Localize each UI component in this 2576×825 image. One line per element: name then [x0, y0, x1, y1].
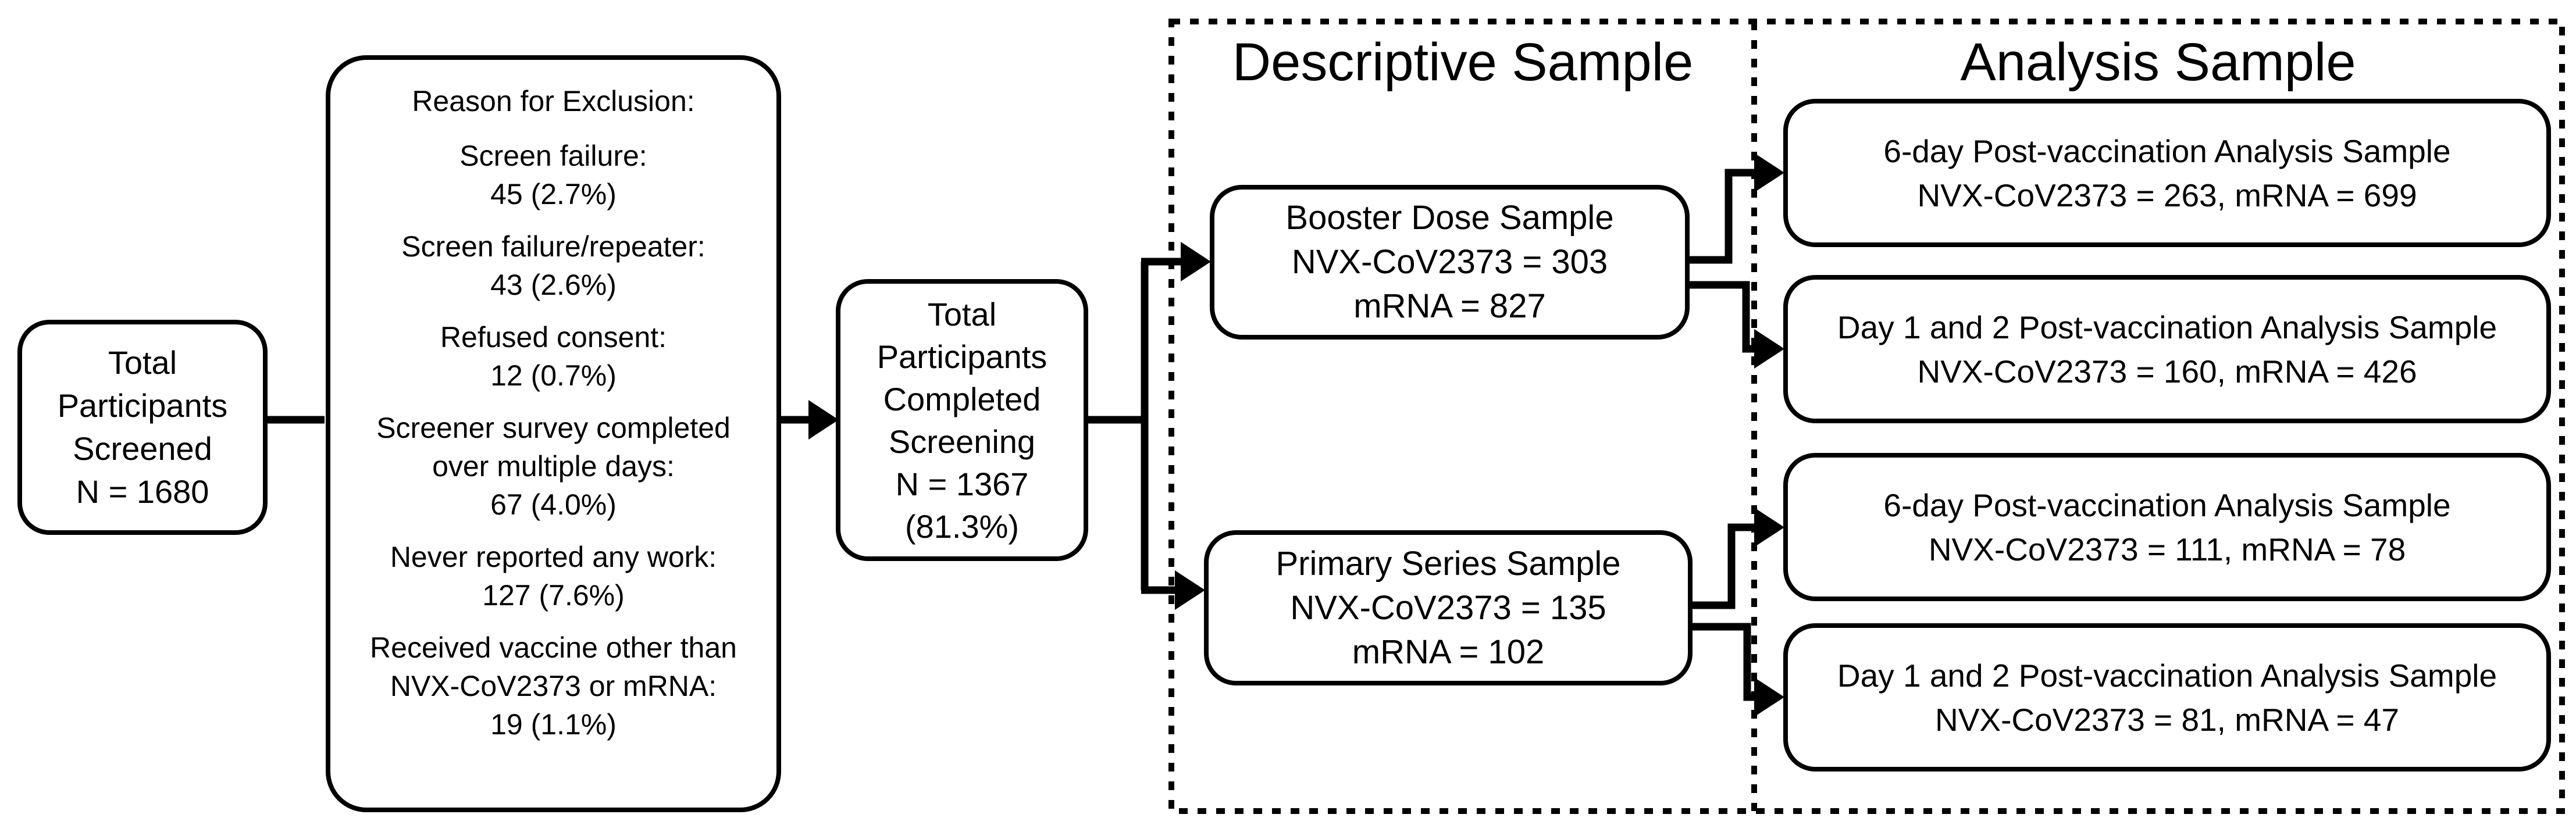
box-line: (81.3%) [904, 508, 1020, 545]
descriptive-sample-title: Descriptive Sample [1232, 33, 1694, 92]
arrowhead-to-completed [808, 400, 839, 440]
box-line: Participants [877, 338, 1047, 375]
exclusion-label: Screener survey completed over multiple … [376, 412, 731, 483]
exclusion-value: 127 (7.6%) [482, 579, 625, 612]
exclusion-item: Refused consent: 12 (0.7%) [440, 318, 667, 395]
box-line: N = 1367 [895, 465, 1029, 502]
exclusion-value: 12 (0.7%) [490, 359, 617, 392]
exclusion-item: Screen failure: 45 (2.7%) [459, 137, 647, 213]
arrowhead-to-analysis1 [1754, 153, 1784, 192]
analysis-box-value: NVX-CoV2373 = 160, mRNA = 426 [1917, 353, 2417, 390]
connector-booster-to-analysis2 [1690, 281, 1759, 353]
arrowhead-to-booster [1181, 242, 1211, 281]
connector-primary-to-analysis3 [1693, 523, 1759, 609]
arrowhead-to-analysis2 [1754, 329, 1784, 369]
exclusion-item: Screen failure/repeater: 43 (2.6%) [401, 227, 706, 304]
box-line: Screened [73, 430, 212, 467]
arrowhead-to-analysis3 [1754, 508, 1784, 547]
analysis-box-primary-day1-2: Day 1 and 2 Post-vaccination Analysis Sa… [1783, 623, 2551, 772]
arrowhead-to-analysis4 [1754, 677, 1784, 717]
box-line: Completed [883, 380, 1041, 417]
box-line: mRNA = 102 [1352, 633, 1545, 671]
analysis-box-title: Day 1 and 2 Post-vaccination Analysis Sa… [1837, 657, 2497, 694]
connector-primary-to-analysis4 [1693, 623, 1759, 701]
connector-booster-to-analysis1 [1690, 169, 1759, 264]
analysis-box-booster-day1-2: Day 1 and 2 Post-vaccination Analysis Sa… [1783, 275, 2551, 423]
exclusion-value: 45 (2.7%) [490, 178, 617, 210]
exclusion-value: 43 (2.6%) [490, 269, 617, 301]
exclusion-label: Never reported any work: [390, 541, 717, 573]
analysis-box-value: NVX-CoV2373 = 263, mRNA = 699 [1917, 177, 2417, 213]
primary-series-sample-box: Primary Series Sample NVX-CoV2373 = 135 … [1204, 530, 1693, 685]
box-line: Total [927, 295, 997, 333]
exclusion-item: Never reported any work: 127 (7.6%) [390, 538, 717, 615]
connector-completed-branch [1088, 258, 1185, 594]
box-line: Total [108, 344, 177, 381]
box-line: Booster Dose Sample [1285, 199, 1614, 237]
exclusion-value: 67 (4.0%) [490, 488, 617, 521]
box-line: N = 1680 [76, 473, 209, 510]
box-line: mRNA = 827 [1353, 287, 1546, 325]
completed-screening-box: Total Participants Completed Screening N… [836, 279, 1088, 561]
analysis-sample-title: Analysis Sample [1960, 33, 2356, 92]
analysis-box-title: Day 1 and 2 Post-vaccination Analysis Sa… [1837, 309, 2497, 345]
analysis-box-title: 6-day Post-vaccination Analysis Sample [1883, 487, 2451, 523]
analysis-box-primary-6day: 6-day Post-vaccination Analysis Sample N… [1783, 453, 2551, 601]
analysis-box-value: NVX-CoV2373 = 81, mRNA = 47 [1935, 701, 2399, 738]
exclusion-label: Screen failure: [459, 140, 647, 172]
box-line: NVX-CoV2373 = 303 [1291, 243, 1608, 281]
analysis-box-booster-6day: 6-day Post-vaccination Analysis Sample N… [1783, 99, 2551, 247]
exclusion-label: Screen failure/repeater: [401, 230, 706, 263]
exclusion-label: Refused consent: [440, 321, 667, 353]
dotted-panel-outline [1168, 19, 2565, 814]
box-line: NVX-CoV2373 = 135 [1290, 588, 1606, 627]
exclusion-item: Received vaccine other than NVX-CoV2373 … [347, 628, 760, 744]
box-line: Participants [57, 387, 228, 424]
exclusion-label: Received vaccine other than NVX-CoV2373 … [370, 631, 737, 702]
arrowhead-to-primary [1175, 570, 1205, 610]
analysis-box-title: 6-day Post-vaccination Analysis Sample [1883, 133, 2451, 169]
exclusion-item: Screener survey completed over multiple … [347, 409, 760, 524]
total-screened-box: Total Participants Screened N = 1680 [17, 320, 268, 535]
box-line: Screening [888, 423, 1036, 460]
booster-dose-sample-box: Booster Dose Sample NVX-CoV2373 = 303 mR… [1210, 185, 1690, 340]
analysis-box-value: NVX-CoV2373 = 111, mRNA = 78 [1928, 531, 2406, 567]
exclusion-title: Reason for Exclusion: [412, 85, 695, 117]
box-line: Primary Series Sample [1275, 544, 1621, 583]
exclusion-reasons-box: Reason for Exclusion: Screen failure: 45… [326, 55, 781, 812]
exclusion-value: 19 (1.1%) [490, 708, 617, 741]
